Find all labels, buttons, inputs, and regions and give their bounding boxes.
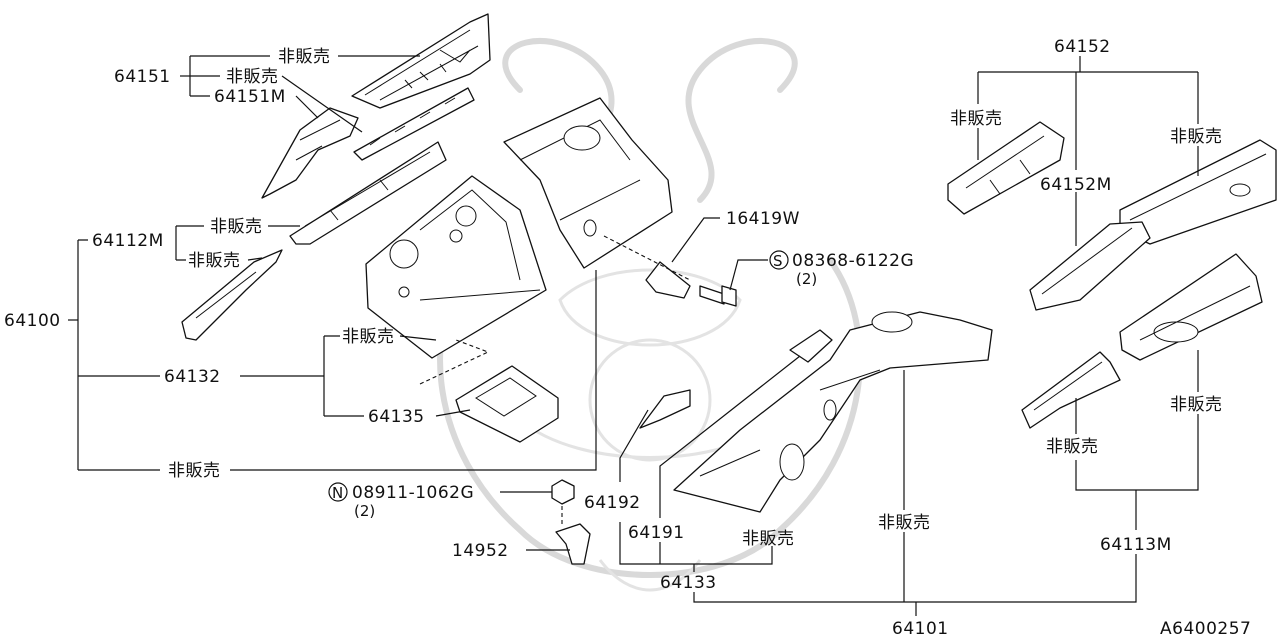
label-64135[interactable]: 64135 [368,407,425,427]
s-circle-icon [769,250,789,270]
label-64101[interactable]: 64101 [892,619,949,639]
label-64113M[interactable]: 64113M [1100,535,1172,555]
label-not-for-sale: 非販売 [950,109,1003,129]
part-strut-tower[interactable] [503,97,673,269]
part-hoodledge-upper[interactable] [351,13,491,109]
label-not-for-sale: 非販売 [342,327,395,347]
label-not-for-sale: 非販売 [168,461,221,481]
part-bracket-mid[interactable] [789,329,833,363]
label-16419W[interactable]: 16419W [726,209,800,229]
label-64191[interactable]: 64191 [628,523,685,543]
label-not-for-sale: 非販売 [210,217,263,237]
diagram-id: A6400257 [1160,619,1251,638]
label-08911-1062G[interactable]: 08911-1062G [352,483,474,503]
label-08368-6122G[interactable]: 08368-6122G [792,251,914,271]
part-right-wheelhouse-rail[interactable] [1119,253,1263,361]
label-64151M[interactable]: 64151M [214,87,286,107]
label-not-for-sale: 非販売 [1170,395,1223,415]
part-nut[interactable] [551,479,575,505]
label-not-for-sale: 非販売 [278,47,331,67]
label-08368-qty: (2) [796,270,817,288]
label-not-for-sale: 非販売 [742,529,795,549]
label-not-for-sale: 非販売 [188,251,241,271]
label-not-for-sale: 非販売 [1170,127,1223,147]
label-64100[interactable]: 64100 [4,311,61,331]
part-wheelhouse-left[interactable] [365,175,547,359]
leader-lines [68,55,1199,616]
part-bracket-small[interactable] [353,87,475,161]
part-64192-bracket[interactable] [639,389,691,429]
label-64112M[interactable]: 64112M [92,231,164,251]
n-circle-letter: N [332,484,343,502]
label-not-for-sale: 非販売 [878,513,931,533]
part-14952-bracket[interactable] [555,523,591,565]
label-not-for-sale: 非販売 [226,67,279,87]
part-64112M-rail[interactable] [181,249,283,341]
label-64152M[interactable]: 64152M [1040,175,1112,195]
part-center-wheelhouse[interactable] [673,311,993,513]
label-64152[interactable]: 64152 [1054,37,1111,57]
label-14952[interactable]: 14952 [452,541,509,561]
s-circle-letter: S [773,252,783,270]
label-64133[interactable]: 64133 [660,573,717,593]
label-64192[interactable]: 64192 [584,493,641,513]
part-16419W-clip[interactable] [645,261,691,299]
part-right-lower-bracket[interactable] [1021,351,1121,429]
part-64151M-panel[interactable] [261,107,359,199]
part-long-rail[interactable] [289,141,447,245]
part-right-bracket[interactable] [947,121,1065,215]
n-circle-icon [328,482,348,502]
part-bolt[interactable] [699,285,737,307]
label-08911-qty: (2) [354,502,375,520]
label-not-for-sale: 非販売 [1046,437,1099,457]
label-64151[interactable]: 64151 [114,67,171,87]
label-64132[interactable]: 64132 [164,367,221,387]
part-labels: 非販売 64151 非販売 64151M 64112M 非販売 非販売 6410… [4,37,1251,639]
part-64152M-rail[interactable] [1029,221,1151,311]
